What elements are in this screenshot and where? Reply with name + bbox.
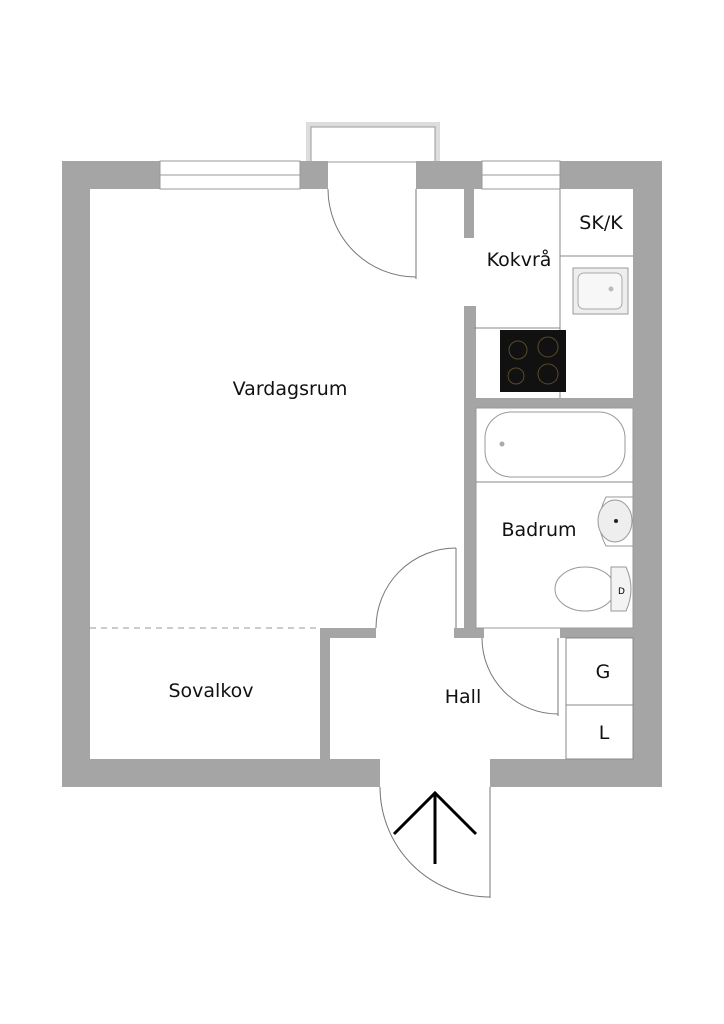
entrance-door[interactable]: [379, 786, 491, 898]
room-label-living: Vardagsrum: [233, 378, 348, 400]
window-kitchen: [481, 160, 561, 190]
bathroom-door[interactable]: [481, 637, 559, 716]
room-label-alcove: Sovalkov: [168, 680, 253, 702]
outer-walls: [62, 161, 662, 787]
toilet-icon: D: [554, 566, 632, 612]
closets: [565, 637, 634, 760]
bathtub-icon: [484, 411, 626, 478]
toilet-mark: D: [618, 587, 625, 597]
closet-label-l: L: [599, 722, 610, 744]
hall-door[interactable]: [375, 547, 457, 629]
entrance-arrow-icon: [392, 790, 478, 864]
window-living: [159, 160, 301, 190]
label-cabinet: SK/K: [579, 212, 623, 234]
bathroom-fixtures: D: [476, 411, 634, 612]
balcony-door[interactable]: [327, 188, 417, 279]
kitchen-fixtures: [474, 189, 633, 398]
stove-icon: [500, 330, 566, 392]
closet-label-g: G: [596, 661, 611, 683]
sink-icon: [572, 267, 629, 315]
room-label-hall: Hall: [445, 686, 482, 708]
room-label-kitchen: Kokvrå: [487, 248, 552, 271]
interior-walls: [320, 189, 633, 759]
balcony: [306, 122, 440, 163]
washbasin-icon: [597, 496, 634, 547]
room-label-bathroom: Badrum: [501, 519, 576, 541]
